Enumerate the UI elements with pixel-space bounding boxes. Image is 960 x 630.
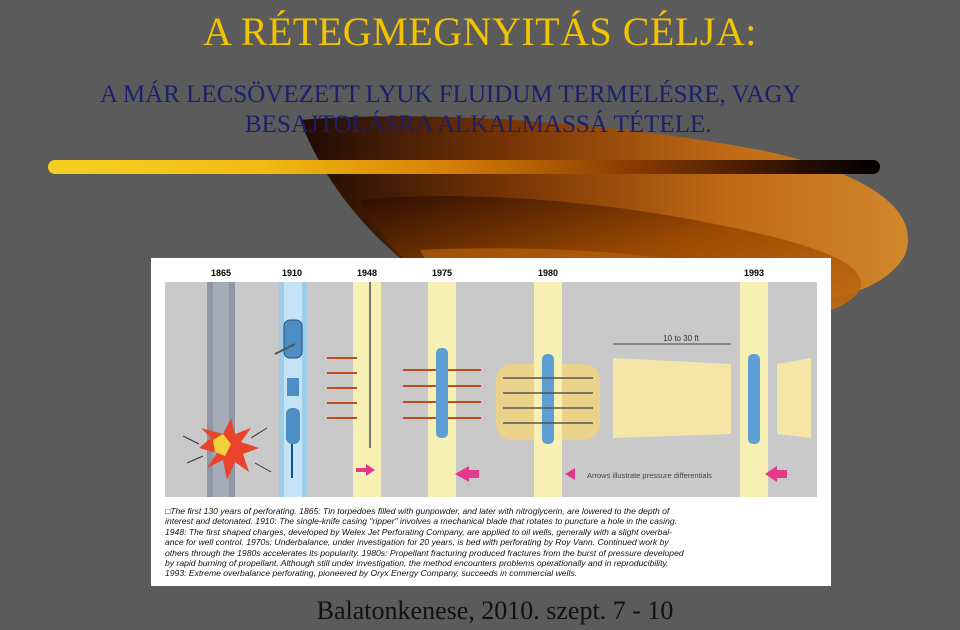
year-label-1910: 1910 bbox=[282, 268, 302, 278]
caption-line: 1993: Extreme overbalance perforating, p… bbox=[165, 568, 578, 579]
caption-line: ance for well control. 1970s: Underbalan… bbox=[165, 537, 669, 548]
well-1865 bbox=[182, 282, 272, 497]
well-1993: 10 to 30 ft bbox=[613, 282, 811, 497]
figure-caption: □The first 130 years of perforating. 186… bbox=[165, 506, 825, 579]
year-label-1948: 1948 bbox=[357, 268, 377, 278]
subtitle-line-2: BESAJTOLÁSRA ALKALMASSÁ TÉTELE. bbox=[245, 111, 712, 138]
well-1948 bbox=[327, 282, 381, 497]
distance-label: 10 to 30 ft bbox=[663, 334, 699, 343]
well-1975 bbox=[403, 282, 481, 497]
caption-line: □The first 130 years of perforating. 186… bbox=[165, 506, 670, 516]
caption-line: 1948: The first shaped charges, develope… bbox=[165, 526, 672, 537]
slide-footer: Balatonkenese, 2010. szept. 7 - 10 bbox=[316, 596, 674, 625]
caption-line: others through the 1980s accelerates its… bbox=[165, 547, 684, 558]
divider-bar bbox=[48, 160, 880, 174]
caption-line: by rapid burning of propellant. Although… bbox=[165, 558, 669, 569]
caption-line: interest and detonated. 1910: The single… bbox=[165, 516, 678, 527]
perforation-history-figure: 1865 1910 1948 1975 1980 1993 bbox=[151, 258, 831, 586]
year-label-1993: 1993 bbox=[744, 268, 764, 278]
slide-subtitle: A MÁR LECSÖVEZETT LYUK FLUIDUM TERMELÉSR… bbox=[100, 80, 880, 140]
year-label-1975: 1975 bbox=[432, 268, 452, 278]
arrows-note: Arrows illustrate pressure differentials bbox=[587, 471, 712, 480]
year-label-1865: 1865 bbox=[211, 268, 231, 278]
year-label-1980: 1980 bbox=[538, 268, 558, 278]
well-1910 bbox=[274, 282, 307, 497]
slide-title: A RÉTEGMEGNYITÁS CÉLJA: bbox=[203, 9, 757, 54]
subtitle-line-1: A MÁR LECSÖVEZETT LYUK FLUIDUM TERMELÉSR… bbox=[100, 81, 801, 108]
perforation-diagram: 1865 1910 1948 1975 1980 1993 bbox=[165, 268, 817, 497]
well-1980: Arrows illustrate pressure differentials bbox=[496, 282, 712, 497]
